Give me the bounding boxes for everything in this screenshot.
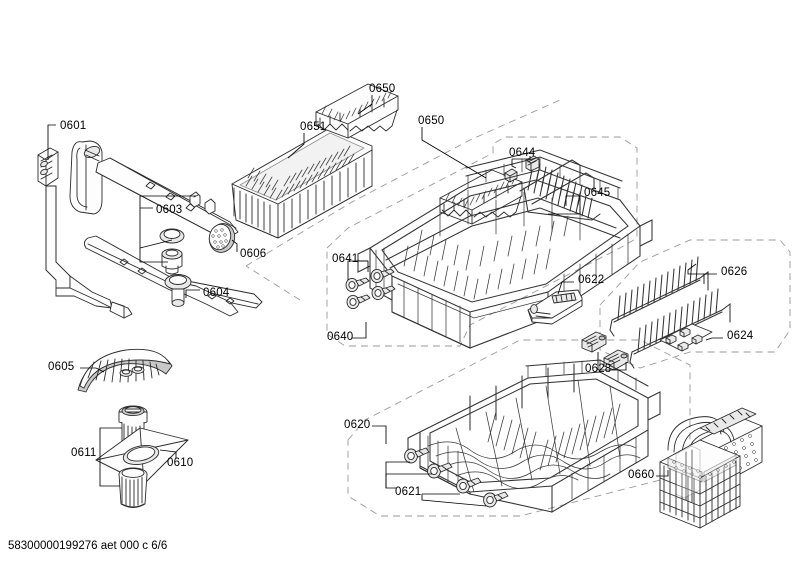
part-0610-coarse-filter-plate bbox=[95, 427, 189, 485]
callout-0601: 0601 bbox=[60, 120, 87, 132]
roller bbox=[346, 294, 371, 310]
part-0660-cutlery-basket bbox=[659, 407, 763, 529]
callout-0605: 0605 bbox=[48, 361, 75, 373]
part-0650-folding-rack-a bbox=[315, 83, 399, 139]
callout-0644: 0644 bbox=[509, 147, 536, 159]
part-0624-clip-set bbox=[659, 323, 713, 352]
callout-0640: 0640 bbox=[327, 331, 354, 343]
part-0644-clips bbox=[504, 155, 540, 183]
part-0601-water-feed-pipe bbox=[37, 147, 133, 319]
part-0628-hinges bbox=[581, 331, 629, 371]
part-0626-tine-rack-a bbox=[609, 256, 709, 337]
part-0640-upper-basket bbox=[357, 149, 653, 349]
part-0626-tine-rack-b bbox=[629, 288, 731, 369]
part-0611-micro-filter-cup bbox=[118, 467, 148, 508]
wheel bbox=[456, 477, 482, 494]
part-0605-sieve-insert bbox=[77, 348, 173, 393]
roller bbox=[345, 277, 370, 293]
callout-0626: 0626 bbox=[721, 266, 748, 278]
group-outline-0640 bbox=[326, 136, 638, 347]
callout-0645: 0645 bbox=[584, 187, 611, 199]
callout-0641: 0641 bbox=[332, 253, 359, 265]
callout-0660: 0660 bbox=[628, 469, 655, 481]
document-footer: 58300000199276 aet 000 c 6/6 bbox=[8, 540, 168, 552]
callout-0620: 0620 bbox=[344, 419, 371, 431]
callout-0610: 0610 bbox=[167, 457, 194, 469]
part-0604-lower-spray-arm bbox=[83, 235, 263, 317]
part-0620-lower-basket bbox=[407, 359, 661, 513]
hinge bbox=[581, 331, 607, 353]
part-0606-bearing-disc bbox=[208, 223, 236, 253]
part-0651-etagere-tray bbox=[231, 127, 373, 239]
callout-0621: 0621 bbox=[395, 486, 422, 498]
part-0641-rollers bbox=[345, 268, 396, 310]
callout-0651: 0651 bbox=[300, 121, 327, 133]
callout-0604: 0604 bbox=[203, 287, 230, 299]
roller bbox=[370, 268, 395, 284]
callout-0650-b: 0650 bbox=[418, 115, 445, 127]
callout-0650-a: 0650 bbox=[369, 83, 396, 95]
leader-lines bbox=[47, 95, 723, 507]
wheel bbox=[427, 462, 453, 479]
callout-0611: 0611 bbox=[71, 447, 97, 459]
part-0621-wheels bbox=[404, 447, 509, 508]
callout-0628: 0628 bbox=[585, 363, 612, 375]
part-0622-small-tray bbox=[527, 289, 583, 325]
wheel bbox=[483, 491, 509, 508]
callout-0624: 0624 bbox=[727, 330, 754, 342]
group-outline-accessories bbox=[599, 239, 791, 369]
callout-0606: 0606 bbox=[240, 248, 267, 260]
wheel bbox=[404, 447, 430, 464]
callout-0603: 0603 bbox=[156, 204, 183, 216]
part-0603-upper-spray-arm bbox=[69, 140, 239, 275]
roller bbox=[371, 285, 396, 301]
callout-0622: 0622 bbox=[578, 274, 605, 286]
